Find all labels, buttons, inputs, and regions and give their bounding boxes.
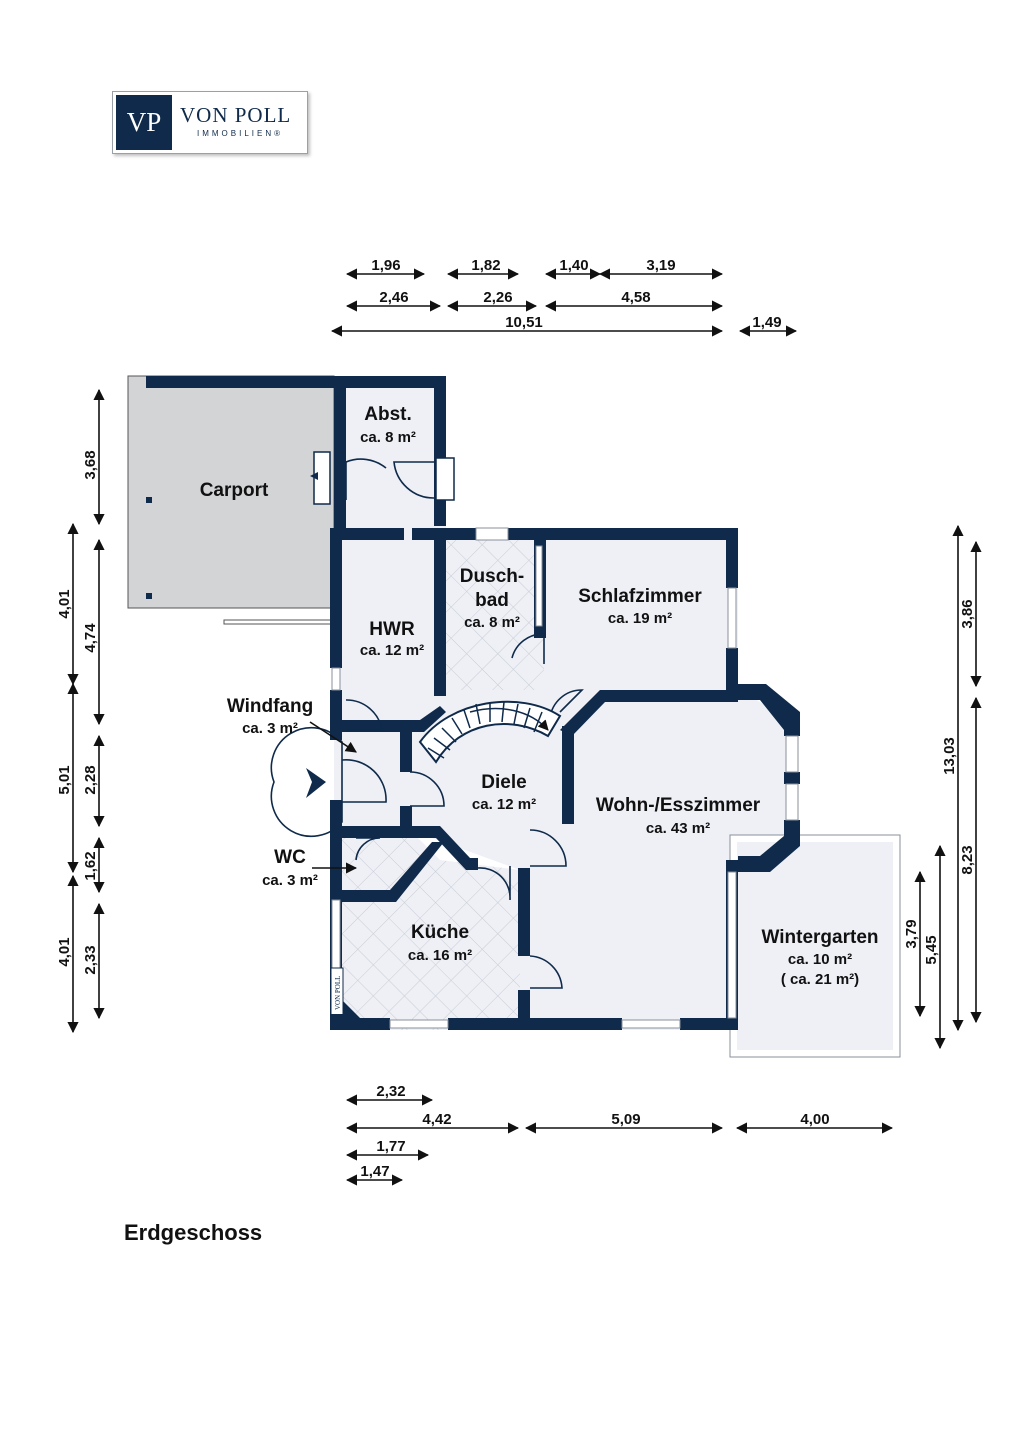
dim-bottom-1: 2,32 [376,1083,405,1100]
dim-bottom-4: 4,00 [800,1111,829,1128]
dim-top-8: 10,51 [505,314,543,331]
bottom-dimensions: 2,32 4,42 5,09 4,00 1,77 1,47 [345,1083,894,1186]
room-hwr-area: ca. 12 m² [360,642,424,659]
room-duschbad-name2: bad [475,590,509,611]
windows [331,527,799,1029]
dim-left-7: 1,62 [82,851,99,880]
dim-left-1: 4,01 [56,589,73,618]
dim-left-5: 4,74 [82,623,99,653]
small-logo-text: VON POLL [334,976,342,1010]
dim-left-2: 5,01 [56,765,73,794]
room-windfang-name: Windfang [227,696,313,717]
room-windfang-area: ca. 3 m² [242,720,298,737]
small-logo: VON POLL [330,967,344,1029]
dim-bottom-5: 1,77 [376,1138,405,1155]
logo-mark: VP [116,95,172,150]
top-dimensions: 1,96 1,82 1,40 3,19 2,46 2,26 4,58 10,51… [330,257,798,337]
room-wc-name: WC [274,847,306,868]
room-hwr-name: HWR [369,619,415,640]
room-diele-name: Diele [481,772,526,793]
floors [334,384,901,1058]
dim-bottom-6: 1,47 [360,1163,389,1180]
dim-top-7: 4,58 [621,289,650,306]
room-wintergarten-area: ca. 10 m² [788,951,852,968]
room-kueche-name: Küche [411,922,469,943]
room-wc-area: ca. 3 m² [262,872,318,889]
dim-top-1: 1,96 [371,257,400,274]
left-dimensions: 4,01 5,01 4,01 3,68 4,74 2,28 1,62 2,33 [56,388,105,1034]
room-duschbad-name1: Dusch- [460,566,524,587]
dim-right-2: 5,45 [923,935,940,964]
room-wohn-name: Wohn-/Esszimmer [596,795,761,816]
room-wintergarten-area2: ( ca. 21 m²) [781,971,859,988]
dim-top-2: 1,82 [471,257,500,274]
dim-left-4: 3,68 [82,450,99,479]
carport-area [127,375,335,625]
room-labels: Abst. ca. 8 m² Carport Dusch- bad ca. 8 … [200,404,879,988]
dim-top-6: 2,26 [483,289,512,306]
room-schlafzimmer-area: ca. 19 m² [608,610,672,627]
room-schlafzimmer-name: Schlafzimmer [578,586,702,607]
windfang-pointer [309,721,357,753]
dim-bottom-2: 4,42 [422,1111,451,1128]
right-dimensions: 3,79 5,45 13,03 3,86 8,23 [903,524,982,1050]
room-abst-area: ca. 8 m² [360,429,416,446]
doors [270,451,584,989]
room-abst-name: Abst. [364,404,412,425]
dim-left-8: 2,33 [82,945,99,974]
room-diele-area: ca. 12 m² [472,796,536,813]
dim-top-3: 1,40 [559,257,588,274]
logo-name: VON POLL [180,103,292,127]
staircase [418,700,562,764]
logo-subtitle: IMMOBILIEN® [197,129,284,138]
dim-right-5: 8,23 [959,845,976,874]
room-duschbad-area: ca. 8 m² [464,614,520,631]
dim-top-4: 3,19 [646,257,675,274]
floor-title: Erdgeschoss [124,1220,263,1245]
company-logo: VP VON POLL IMMOBILIEN® [112,91,308,154]
room-kueche-area: ca. 16 m² [408,947,472,964]
dim-top-5: 2,46 [379,289,408,306]
room-carport-name: Carport [200,480,269,501]
room-wintergarten-name: Wintergarten [761,927,878,948]
dim-left-3: 4,01 [56,937,73,966]
room-wohn-area: ca. 43 m² [646,820,710,837]
dim-right-3: 13,03 [941,737,958,775]
dim-bottom-3: 5,09 [611,1111,640,1128]
dim-right-1: 3,79 [903,919,920,948]
dim-left-6: 2,28 [82,765,99,794]
dim-right-4: 3,86 [959,599,976,628]
dim-top-9: 1,49 [752,314,781,331]
